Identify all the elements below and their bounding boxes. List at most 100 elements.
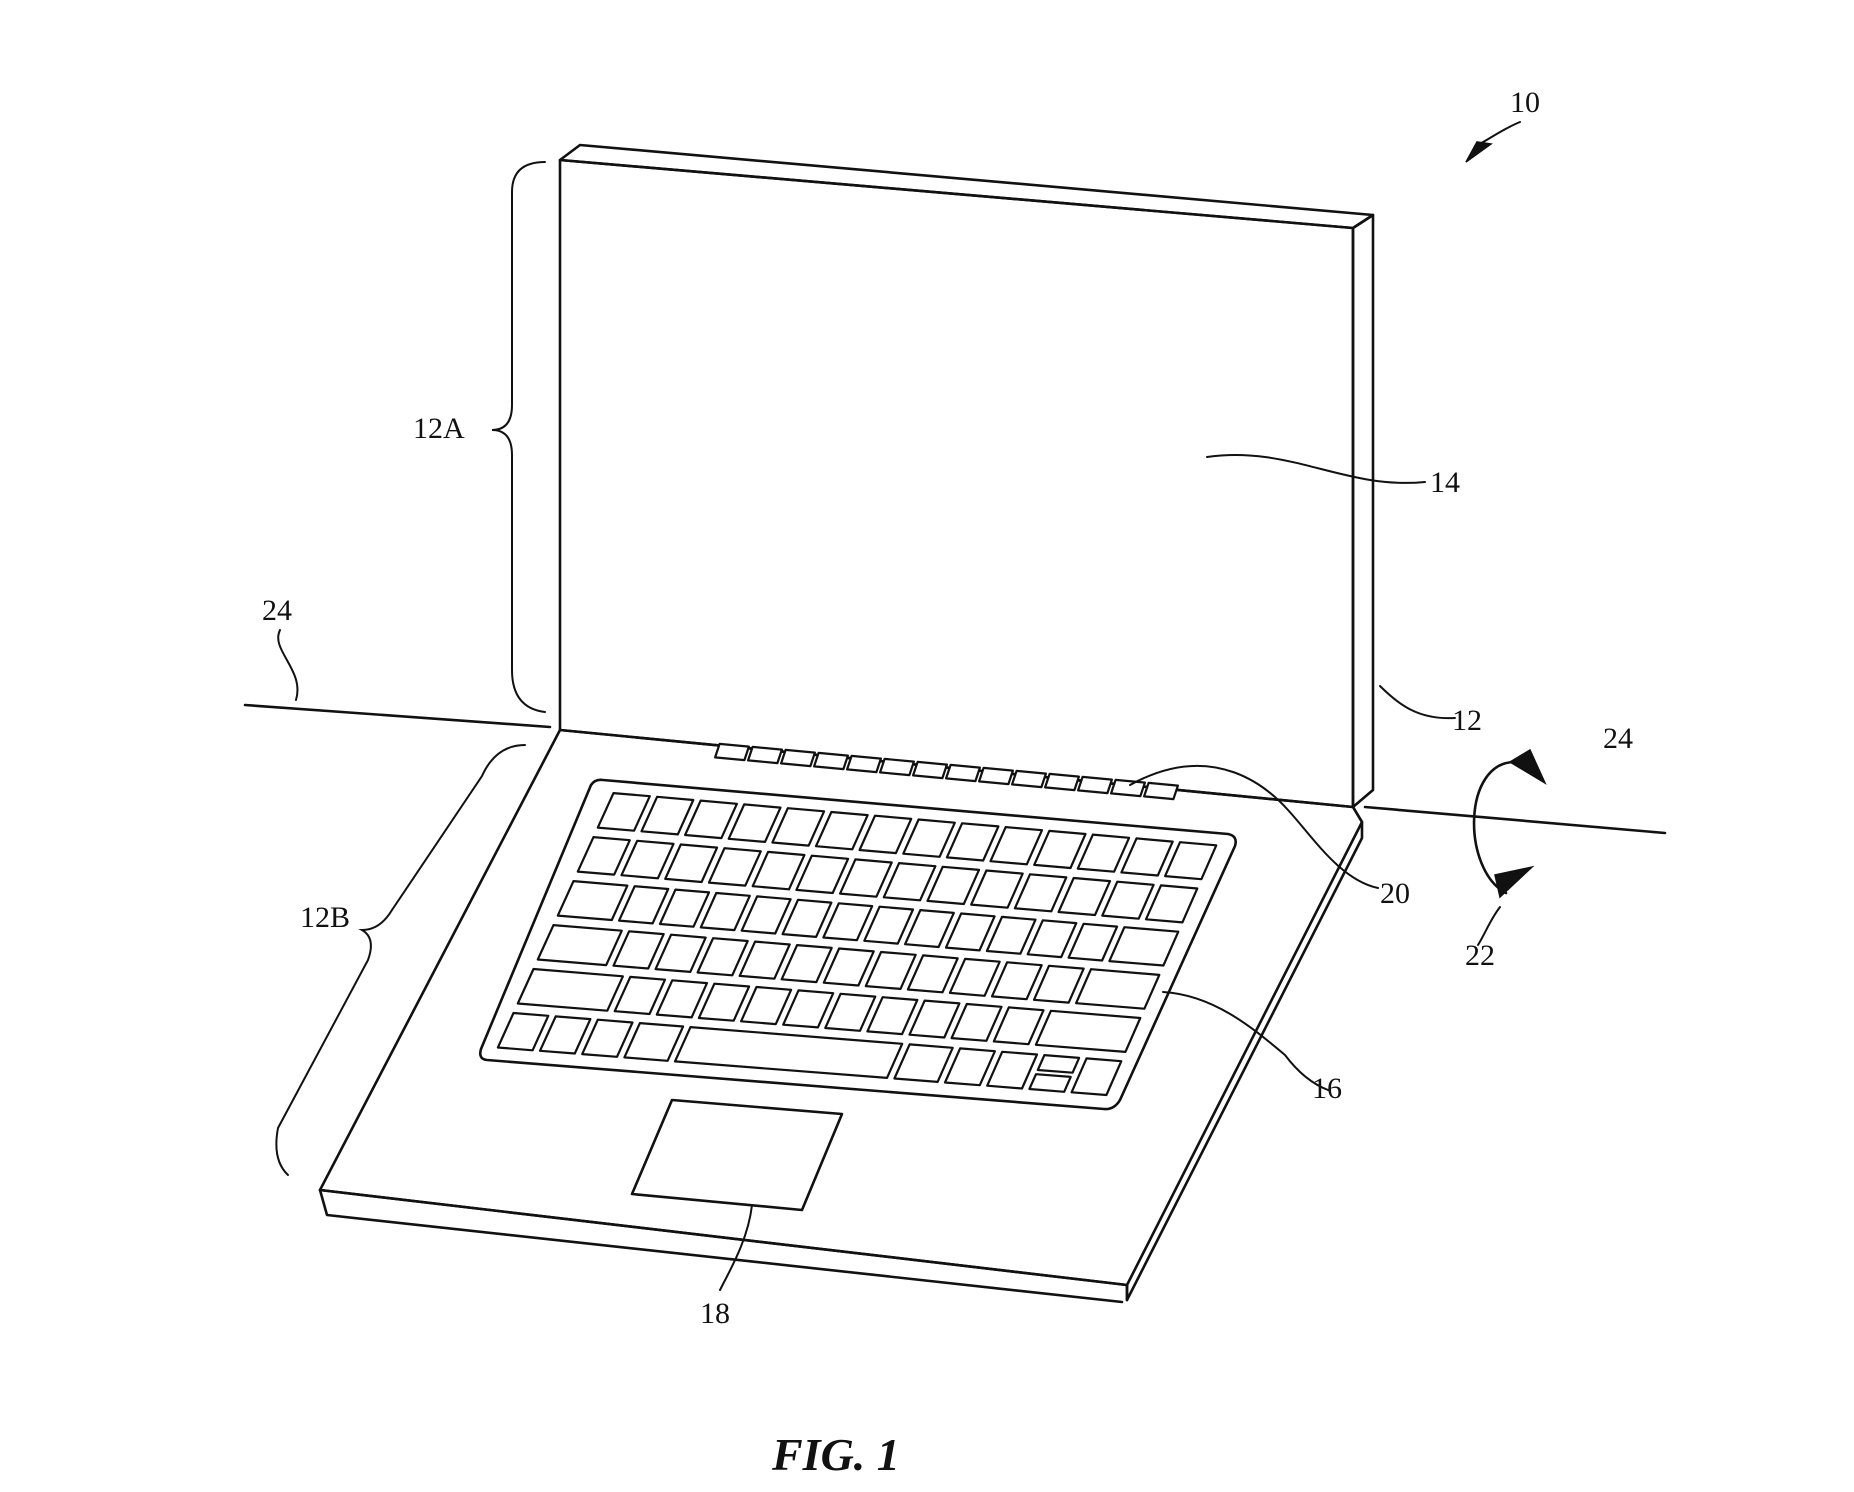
key [620, 839, 675, 880]
key [990, 961, 1043, 1001]
key [1075, 968, 1161, 1010]
function-key [1011, 769, 1047, 789]
key [740, 895, 792, 935]
key [858, 814, 913, 855]
key [658, 888, 711, 928]
key [751, 850, 806, 891]
key [986, 1050, 1039, 1090]
label-housing: 12 [1452, 704, 1482, 737]
key [1036, 1054, 1081, 1074]
function-key [813, 751, 849, 771]
leader-lines [277, 121, 1521, 1291]
key [697, 982, 751, 1022]
key [556, 880, 629, 922]
key [738, 940, 791, 980]
label-lower-housing: 12B [300, 901, 350, 934]
key [839, 858, 893, 898]
key [655, 979, 709, 1019]
key [904, 909, 955, 949]
key [538, 1015, 592, 1055]
function-key [747, 745, 783, 765]
hinge-axis-lines [243, 703, 1667, 835]
key [992, 1006, 1045, 1046]
key [771, 807, 826, 847]
key [1013, 873, 1068, 913]
key [822, 947, 875, 987]
label-function-row: 20 [1380, 877, 1410, 910]
key [814, 810, 869, 851]
key [699, 891, 751, 932]
function-key [945, 763, 981, 783]
key [824, 992, 877, 1032]
key [1028, 1073, 1072, 1093]
key [822, 902, 874, 942]
function-key [714, 742, 750, 762]
trackpad [630, 1098, 844, 1212]
braces [275, 161, 546, 1176]
key [985, 915, 1037, 955]
key [782, 989, 835, 1029]
reference-numerals: 10 12A 14 24 12 24 20 12B 22 16 18 [262, 86, 1633, 1330]
key [864, 950, 917, 990]
keyboard-outline [478, 778, 1237, 1111]
display-panel [558, 158, 1355, 809]
label-display: 14 [1430, 466, 1460, 499]
key [684, 799, 738, 840]
key [943, 1047, 996, 1087]
key [618, 885, 670, 925]
key [612, 930, 665, 970]
key [581, 1018, 634, 1058]
function-key [978, 766, 1014, 786]
key [1164, 841, 1218, 881]
key [1067, 922, 1119, 962]
key [902, 818, 956, 858]
key [576, 836, 631, 876]
key [893, 1043, 954, 1083]
key [596, 792, 651, 832]
key [950, 1002, 1003, 1042]
function-key [1077, 775, 1113, 795]
function-key [846, 754, 882, 774]
key [623, 1022, 685, 1062]
key [740, 985, 793, 1026]
lower-housing [318, 728, 1364, 1304]
key [944, 912, 996, 952]
key [707, 847, 762, 887]
key [1034, 1009, 1142, 1053]
key [496, 1011, 550, 1052]
label-device: 10 [1510, 86, 1540, 119]
function-key [1044, 772, 1080, 792]
key [640, 795, 695, 836]
key [989, 826, 1044, 866]
key [1033, 829, 1087, 870]
key [654, 933, 707, 973]
key [781, 898, 833, 938]
key [673, 1026, 904, 1079]
keyboard-keys [496, 792, 1218, 1097]
label-rotation: 22 [1465, 939, 1495, 972]
key [613, 975, 667, 1016]
key [727, 803, 782, 843]
keyboard [478, 778, 1237, 1111]
key [1120, 837, 1174, 877]
key [882, 862, 937, 902]
rotation-arrow [1472, 748, 1547, 899]
key [1057, 876, 1112, 917]
key [908, 999, 961, 1039]
function-key [1110, 778, 1146, 798]
function-key [879, 757, 915, 777]
label-hinge-axis-right: 24 [1603, 722, 1633, 755]
key [1108, 926, 1180, 967]
key [1101, 880, 1155, 920]
key [926, 865, 981, 906]
key [1144, 884, 1199, 924]
label-trackpad: 18 [700, 1297, 730, 1330]
key [948, 957, 1001, 997]
key [516, 967, 624, 1012]
function-key [780, 748, 816, 768]
key [945, 822, 1000, 862]
label-upper-housing: 12A [413, 412, 465, 445]
key [795, 854, 850, 895]
key [970, 869, 1024, 909]
